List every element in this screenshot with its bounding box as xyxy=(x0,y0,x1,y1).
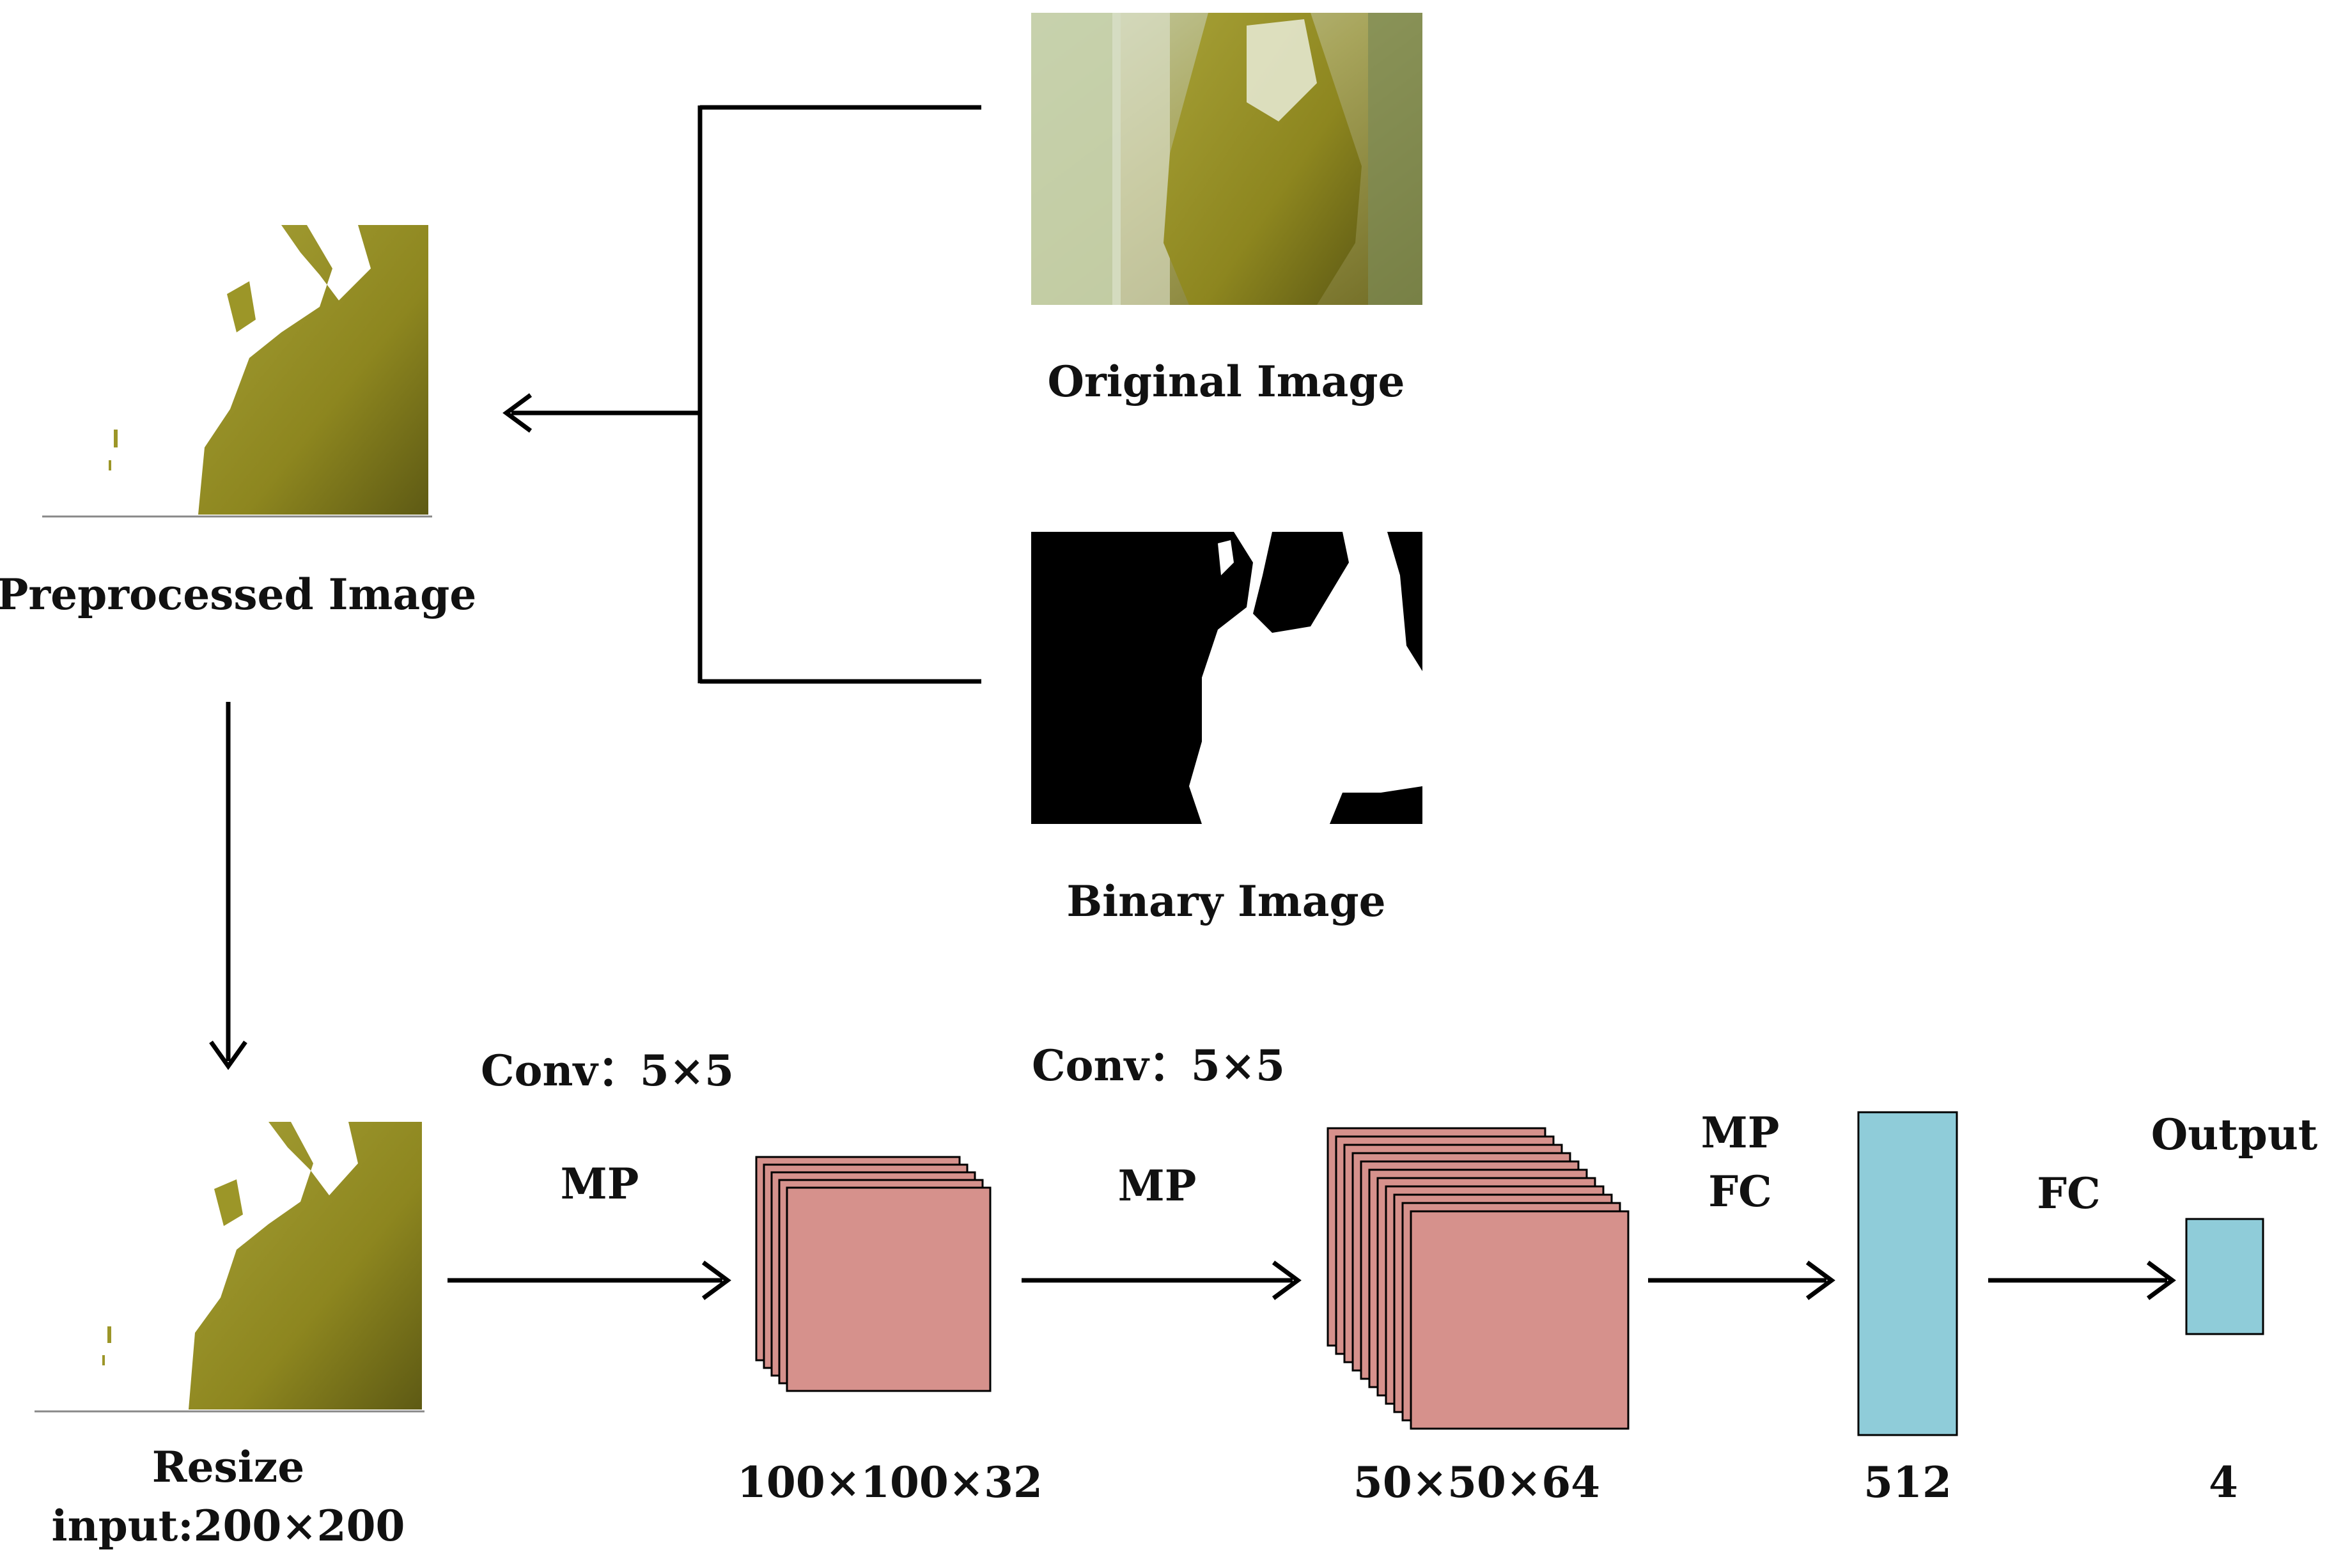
original-image-caption: Original Image xyxy=(1048,357,1405,407)
stage2-conv-label: Conv：5×5 xyxy=(1032,1041,1285,1091)
stage3-fc-label: FC xyxy=(1708,1167,1771,1216)
arrow-to-preprocessed xyxy=(502,393,533,433)
output-fc-label: FC xyxy=(2037,1168,2100,1218)
arrow-stage3-head xyxy=(1805,1261,1835,1300)
resize-caption: Resize xyxy=(152,1442,305,1492)
stage2-size-label: 50×50×64 xyxy=(1353,1457,1600,1507)
arrow-to-resize-head xyxy=(209,1040,247,1071)
stage1-size-label: 100×100×32 xyxy=(737,1457,1043,1507)
stage3-pool-label: MP xyxy=(1701,1108,1780,1158)
merge-connector xyxy=(511,105,981,684)
preprocessed-image-caption: Preprocessed Image xyxy=(0,570,476,619)
arrow-stage1-head xyxy=(701,1261,731,1300)
stage3-size-label: 512 xyxy=(1864,1457,1952,1507)
dense-layer-512 xyxy=(1857,1111,1958,1436)
resize-input-size-caption: input:200×200 xyxy=(52,1501,405,1551)
binary-image xyxy=(1031,532,1422,824)
output-size-label: 4 xyxy=(2209,1457,2238,1507)
feature-map-stack-100x100x32 xyxy=(755,1156,992,1392)
resized-input-image xyxy=(35,1122,424,1413)
arrow-stage2-head xyxy=(1272,1261,1302,1300)
original-image xyxy=(1031,13,1422,305)
preprocessed-image xyxy=(42,225,432,518)
feature-map-stack-50x50x64 xyxy=(1327,1127,1630,1430)
arrow-output-head xyxy=(2146,1261,2176,1300)
stage2-pool-label: MP xyxy=(1118,1161,1197,1211)
stage1-conv-label: Conv：5×5 xyxy=(481,1046,734,1096)
stage1-pool-label: MP xyxy=(561,1159,639,1209)
output-layer-4 xyxy=(2185,1218,2264,1335)
binary-image-caption: Binary Image xyxy=(1066,876,1385,926)
output-label: Output xyxy=(2151,1110,2318,1160)
